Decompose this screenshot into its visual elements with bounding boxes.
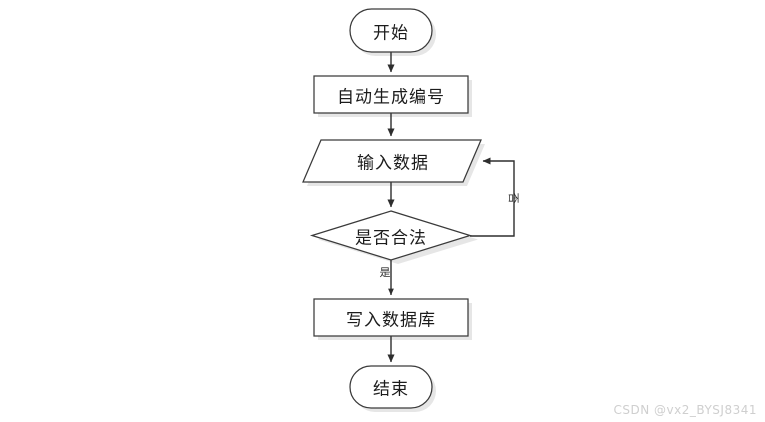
node-auto-number[interactable] (313, 75, 469, 114)
node-input-data[interactable] (302, 139, 482, 183)
node-write-db[interactable] (313, 298, 469, 337)
flow-edges (387, 52, 515, 363)
node-start[interactable] (349, 8, 433, 53)
node-is-valid[interactable] (309, 210, 473, 261)
node-end[interactable] (349, 365, 433, 409)
flow-nodes (302, 8, 482, 409)
watermark-text: CSDN @vx2_BYSJ8341 (613, 403, 757, 417)
edge-is-valid-to-input-data-loop (470, 157, 515, 237)
